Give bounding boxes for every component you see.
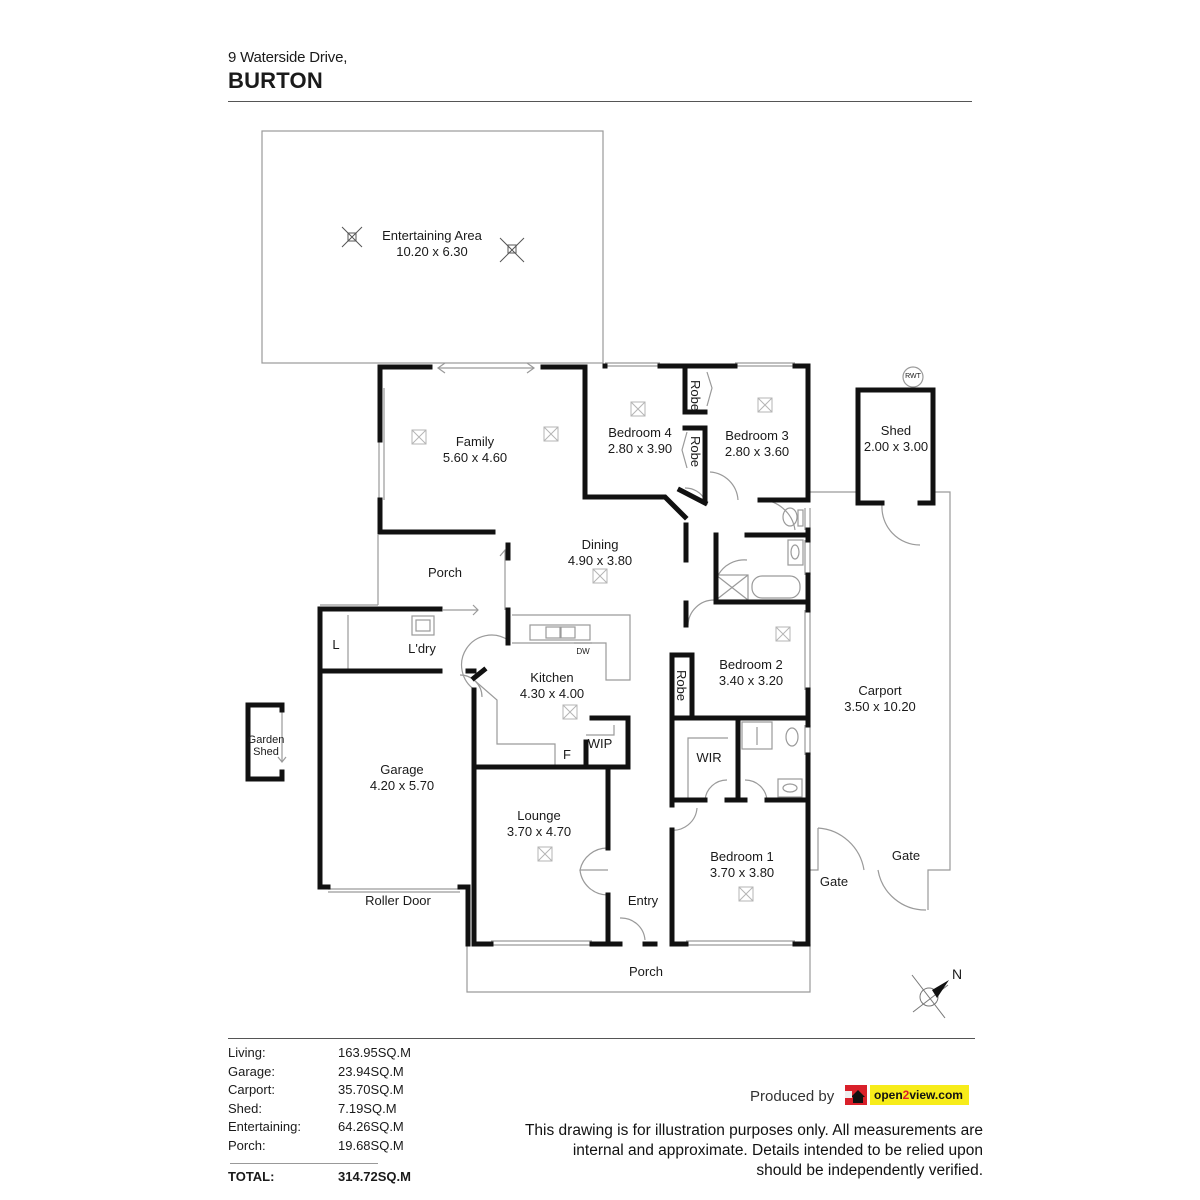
- logo-wordmark: open2view.com: [870, 1085, 969, 1105]
- suburb-title: BURTON: [228, 68, 323, 93]
- header-divider: [228, 101, 972, 102]
- room-dims: 3.70 x 4.70: [506, 824, 572, 839]
- room-dims: 2.00 x 3.00: [863, 439, 929, 454]
- room-name: Carport: [858, 683, 902, 698]
- logo-text-view: view.com: [909, 1088, 963, 1102]
- room-name-line2: Shed: [253, 746, 279, 758]
- room-front-porch: Porch: [629, 964, 663, 979]
- room-name: Garage: [380, 762, 424, 777]
- room-linen: L: [332, 637, 340, 652]
- fridge-label: F: [563, 747, 571, 762]
- room-name: Bedroom 1: [710, 849, 774, 864]
- room-dims: 4.90 x 3.80: [567, 553, 633, 568]
- area-value: 64.26SQ.M: [338, 1119, 404, 1134]
- room-dims: 5.60 x 4.60: [442, 450, 508, 465]
- room-robe-bedroom-2: Robe: [674, 670, 689, 702]
- area-row-porch: Porch: 19.68SQ.M: [228, 1137, 404, 1156]
- total-divider: [230, 1163, 378, 1164]
- room-entertaining-area: Entertaining Area 10.20 x 6.30: [382, 228, 482, 260]
- room-bedroom-1: Bedroom 1 3.70 x 3.80: [710, 849, 774, 881]
- room-carport: Carport 3.50 x 10.20: [844, 683, 916, 715]
- area-label: Shed:: [228, 1100, 262, 1116]
- rainwater-tank-label: RWT: [905, 373, 921, 380]
- room-name: Entertaining Area: [382, 228, 482, 243]
- produced-by-text: Produced by: [750, 1088, 835, 1105]
- room-name: Shed: [880, 423, 912, 438]
- gate-label-carport: Gate: [891, 848, 921, 863]
- room-dims: 3.70 x 3.80: [709, 865, 775, 880]
- gate-label-side: Gate: [819, 874, 849, 889]
- area-label: Living:: [228, 1045, 266, 1060]
- room-dims: 2.80 x 3.60: [724, 444, 790, 459]
- room-name: Lounge: [517, 808, 561, 823]
- area-row-carport: Carport: 35.70SQ.M: [228, 1081, 404, 1100]
- room-dims: 4.20 x 5.70: [369, 778, 435, 793]
- compass-icon: [911, 974, 949, 1019]
- area-label: Porch:: [228, 1137, 266, 1153]
- area-label: Carport:: [228, 1082, 275, 1097]
- roller-door-label: Roller Door: [365, 893, 431, 908]
- room-dims: 4.30 x 4.00: [519, 686, 585, 701]
- room-entry: Entry: [627, 893, 659, 908]
- area-value: 7.19SQ.M: [338, 1100, 397, 1116]
- total-value: 314.72SQ.M: [338, 1169, 411, 1184]
- room-garden-shed: Garden Shed: [248, 734, 285, 758]
- logo-text-open: open: [874, 1088, 903, 1102]
- room-name: Bedroom 2: [719, 657, 783, 672]
- room-garage: Garage 4.20 x 5.70: [370, 762, 434, 794]
- room-laundry: L'dry: [408, 641, 436, 656]
- area-value: 19.68SQ.M: [338, 1137, 404, 1153]
- room-side-porch: Porch: [428, 565, 462, 580]
- address-line: 9 Waterside Drive,: [228, 49, 348, 66]
- room-lounge: Lounge 3.70 x 4.70: [507, 808, 571, 840]
- room-bedroom-4: Bedroom 4 2.80 x 3.90: [608, 425, 672, 457]
- entertaining-outline: [261, 130, 604, 364]
- room-family: Family 5.60 x 4.60: [443, 434, 507, 466]
- room-name: Bedroom 4: [608, 425, 672, 440]
- area-value: 163.95SQ.M: [338, 1045, 411, 1060]
- room-dims: 10.20 x 6.30: [396, 244, 468, 259]
- footer-divider: [228, 1038, 975, 1039]
- area-total-row: TOTAL: 314.72SQ.M: [228, 1168, 411, 1187]
- room-name: Bedroom 3: [725, 428, 789, 443]
- room-bedroom-2: Bedroom 2 3.40 x 3.20: [719, 657, 783, 689]
- room-name: Dining: [581, 537, 619, 552]
- area-row-entertaining: Entertaining: 64.26SQ.M: [228, 1118, 404, 1137]
- area-value: 23.94SQ.M: [338, 1063, 404, 1079]
- room-name: Kitchen: [530, 670, 574, 685]
- area-row-living: Living: 163.95SQ.M: [228, 1044, 411, 1063]
- house-logo-icon: [845, 1085, 867, 1105]
- area-label: Entertaining:: [228, 1119, 301, 1134]
- room-robe-bedroom-4: Robe: [688, 436, 703, 468]
- area-label: Garage:: [228, 1063, 275, 1079]
- room-kitchen: Kitchen 4.30 x 4.00: [520, 670, 584, 702]
- total-label: TOTAL:: [228, 1169, 275, 1184]
- disclaimer-text: This drawing is for illustration purpose…: [524, 1122, 983, 1179]
- room-shed: Shed 2.00 x 3.00: [864, 423, 928, 455]
- area-value: 35.70SQ.M: [338, 1082, 404, 1097]
- room-wip: WIP: [587, 736, 613, 751]
- logo-text-2: 2: [902, 1088, 910, 1102]
- room-wir: WIR: [696, 750, 722, 765]
- compass-north-label: N: [952, 966, 963, 982]
- dishwasher-label: DW: [576, 647, 590, 656]
- room-robe-bedroom-3: Robe: [688, 380, 703, 412]
- area-row-garage: Garage: 23.94SQ.M: [228, 1063, 404, 1082]
- room-name: Family: [455, 434, 495, 449]
- room-dims: 3.40 x 3.20: [718, 673, 784, 688]
- open2view-logo: open2view.com: [845, 1085, 969, 1105]
- room-dims: 2.80 x 3.90: [607, 441, 673, 456]
- room-bedroom-3: Bedroom 3 2.80 x 3.60: [725, 428, 789, 460]
- area-summary-table: Living: 163.95SQ.M Garage: 23.94SQ.M Carpo…: [228, 1044, 411, 1156]
- area-row-shed: Shed: 7.19SQ.M: [228, 1100, 397, 1119]
- room-dining: Dining 4.90 x 3.80: [568, 537, 632, 569]
- room-name-line1: Garden: [247, 734, 285, 746]
- room-dims: 3.50 x 10.20: [844, 699, 916, 714]
